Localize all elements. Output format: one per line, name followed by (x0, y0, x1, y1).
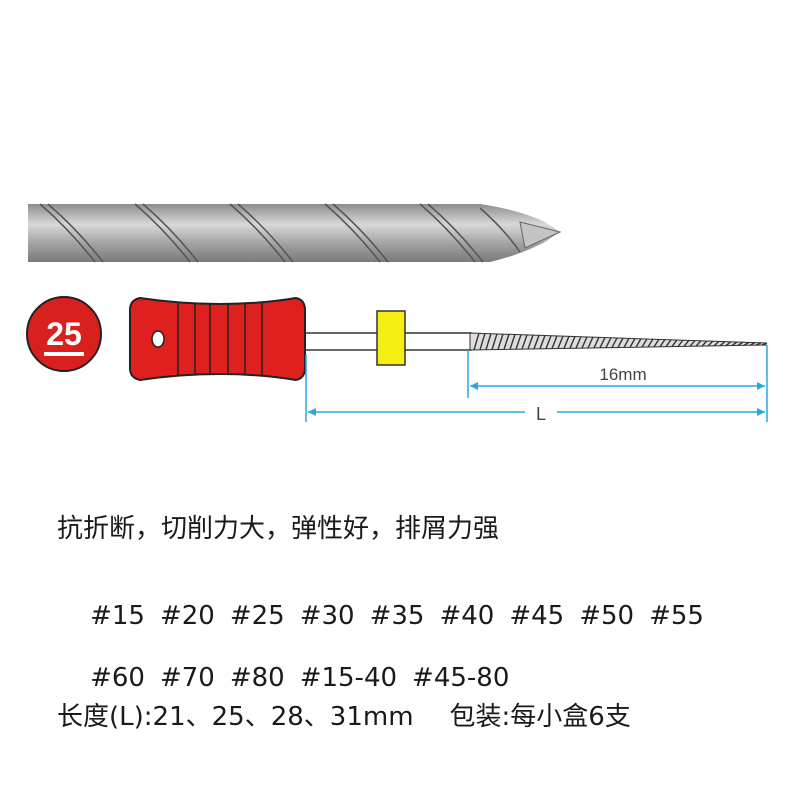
size-item: #25 (229, 601, 285, 631)
size-item: #45-80 (412, 663, 510, 693)
size-item: #60 (90, 663, 145, 693)
dimension-lines (305, 345, 768, 422)
total-length-label: L (536, 404, 546, 424)
tip-length-label: 16mm (599, 365, 646, 384)
endodontic-file-diagram: 25 16mm L (26, 203, 768, 424)
size-badge: 25 (26, 296, 102, 372)
file-working-part (469, 332, 768, 351)
size-item: #15-40 (299, 663, 398, 693)
size-item: #15 (90, 601, 145, 631)
spec-line: 长度(L):21、25、28、31mm 包装:每小盒6支 (57, 696, 631, 733)
size-item: #20 (159, 601, 215, 631)
size-item: #50 (579, 601, 635, 631)
badge-number: 25 (46, 316, 82, 352)
size-item: #45 (509, 601, 565, 631)
red-handle (129, 296, 306, 382)
silicone-stopper (376, 310, 406, 366)
packaging-info: 包装:每小盒6支 (449, 702, 631, 732)
size-item: #35 (369, 601, 425, 631)
size-item: #30 (299, 601, 355, 631)
size-item: #55 (649, 601, 704, 631)
size-item: #40 (439, 601, 495, 631)
spiral-tip-closeup (28, 203, 562, 263)
sizes-row-2: #60 #70 #80 #15-40 #45-80 (57, 633, 524, 723)
length-info: 长度(L):21、25、28、31mm (57, 702, 414, 732)
feature-description: 抗折断，切削力大，弹性好，排屑力强 (57, 514, 500, 544)
size-item: #80 (229, 663, 285, 693)
sizes-row-1: #15 #20 #25 #30 #35 #40 #45 #50 #55 (57, 571, 719, 661)
size-item: #70 (159, 663, 215, 693)
